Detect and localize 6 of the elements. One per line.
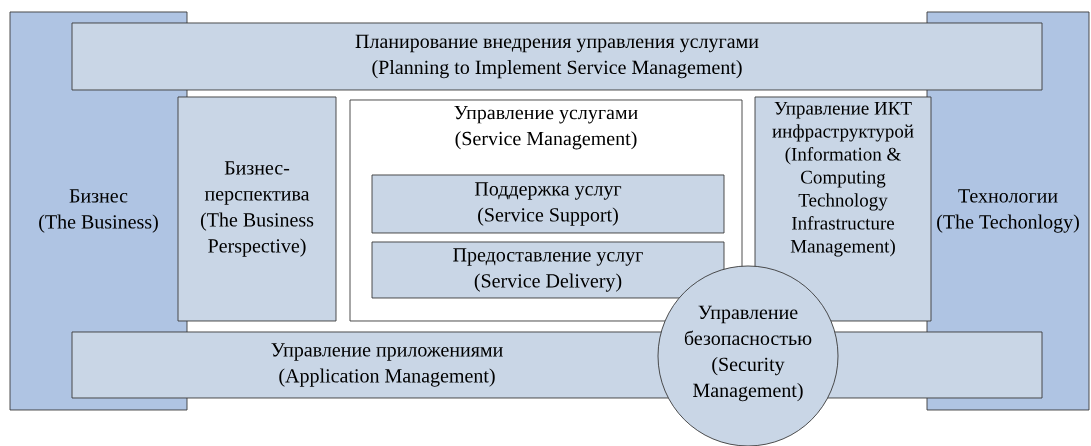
node-label: (Security Management) [693,357,803,402]
process-box: Бизнес-перспектива (The Business Perspective) [177,96,337,322]
process-box: Предоставление услуг (Service Delivery) [371,241,725,299]
circle-node: Управление безопасностью (Security Management) [657,265,839,446]
band: Планирование внедрения управления услугами (Planning to Implement Service Management) [71,22,1043,91]
process-box: Поддержка услуг (Service Support) [371,174,725,234]
